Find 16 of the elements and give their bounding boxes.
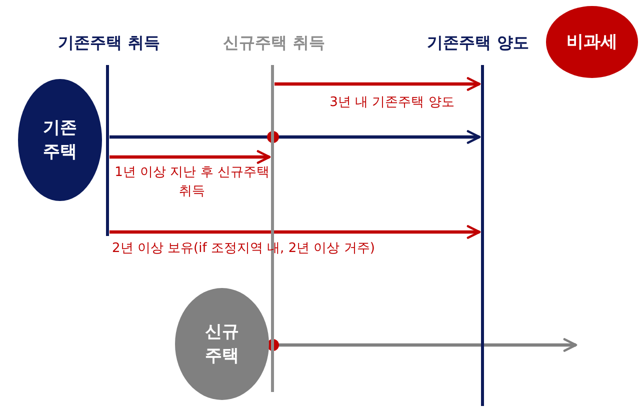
edge-label: 1년 이상 지난 후 신규주택 취득 bbox=[114, 164, 270, 201]
edge-label: 2년 이상 보유(if 조정지역 내, 2년 이상 거주) bbox=[111, 240, 376, 258]
arrow bbox=[274, 77, 481, 91]
timeline-bar bbox=[480, 65, 484, 406]
arrow bbox=[278, 338, 578, 352]
timeline-heading: 기존주택 취득 bbox=[58, 33, 160, 54]
edge-label: 3년 내 기존주택 양도 bbox=[328, 94, 456, 112]
ellipse: 신규 주택 bbox=[175, 288, 269, 400]
timeline-heading: 신규주택 취득 bbox=[223, 33, 325, 54]
arrow bbox=[110, 150, 271, 164]
ellipse: 기존 주택 bbox=[18, 79, 102, 201]
ellipse: 비과세 bbox=[546, 6, 638, 78]
arrow bbox=[110, 130, 481, 144]
arrow bbox=[110, 225, 481, 239]
timeline-bar bbox=[106, 65, 108, 236]
timeline-heading: 기존주택 양도 bbox=[427, 33, 529, 54]
